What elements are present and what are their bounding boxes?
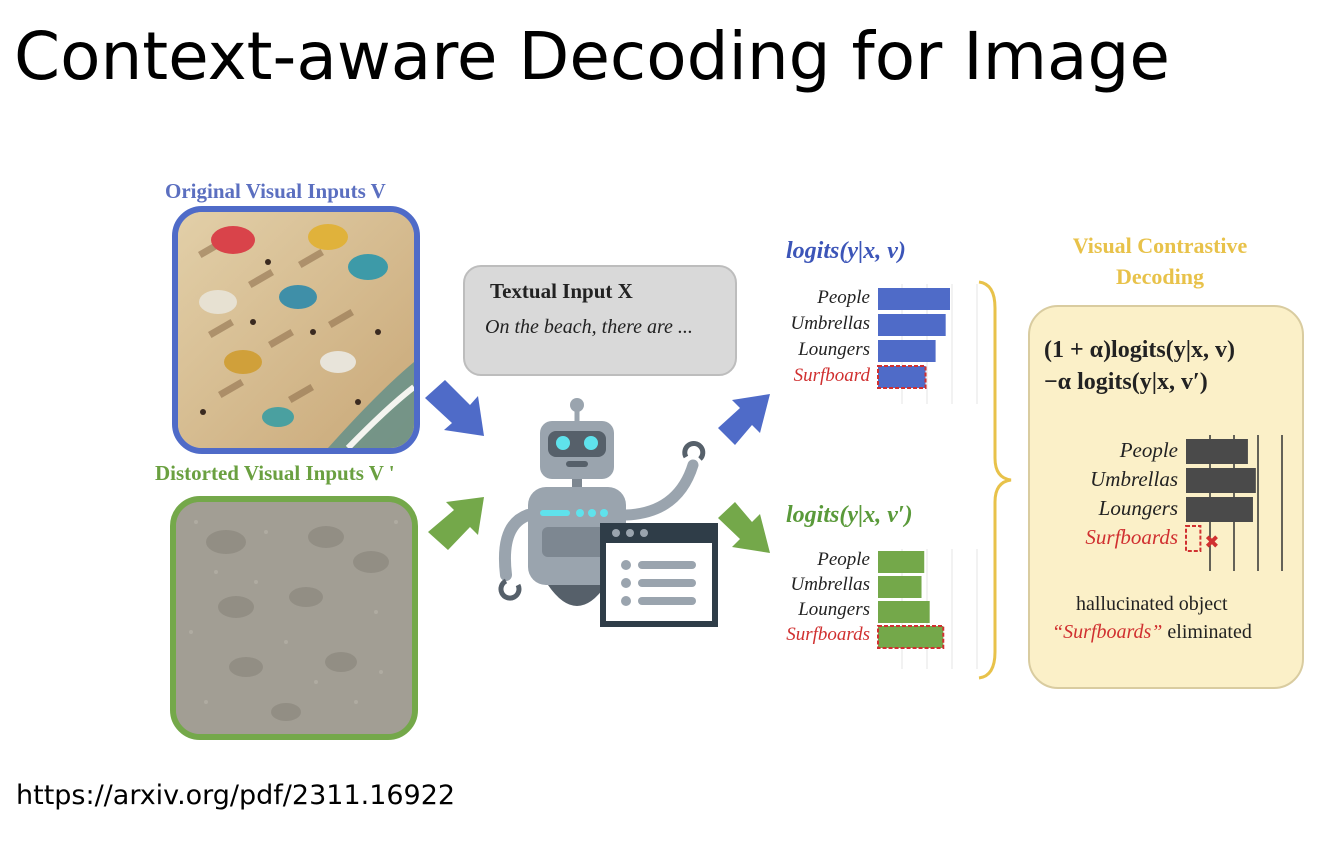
caption-line-2: “Surfboards” eliminated bbox=[1052, 621, 1252, 644]
textual-input-title: Textual Input X bbox=[490, 279, 633, 303]
original-beach-image bbox=[172, 206, 420, 454]
bar-label: Surfboards bbox=[1085, 525, 1178, 549]
distorted-inputs-header: Distorted Visual Inputs V ' bbox=[155, 461, 395, 485]
bar-label: People bbox=[817, 287, 870, 308]
bar-surfboards bbox=[1185, 525, 1202, 552]
bar-people bbox=[878, 551, 925, 573]
bar-umbrellas bbox=[878, 314, 946, 336]
slide-title: Context-aware Decoding for Image bbox=[14, 18, 1170, 95]
textual-input-body: On the beach, there are ... bbox=[485, 316, 693, 338]
bar-people bbox=[1186, 439, 1248, 464]
logits-distorted-label: logits(y|x, v′) bbox=[786, 502, 913, 528]
original-inputs-header: Original Visual Inputs V bbox=[165, 179, 386, 203]
beach-scene bbox=[178, 212, 414, 448]
robot-illustration bbox=[498, 398, 718, 627]
original-bars-svg bbox=[877, 284, 978, 404]
bar-label: Surfboards bbox=[786, 624, 870, 645]
bar-umbrellas bbox=[1186, 468, 1256, 493]
bar-loungers bbox=[878, 601, 930, 623]
distorted-bars-svg bbox=[877, 549, 978, 669]
formula-line-2: −α logits(y|x, v′) bbox=[1044, 369, 1208, 395]
bar-label: Umbrellas bbox=[1090, 467, 1178, 491]
bar-surfboard bbox=[877, 365, 927, 389]
bar-umbrellas bbox=[878, 576, 922, 598]
formula-line-1: (1 + α)logits(y|x, v) bbox=[1044, 337, 1235, 363]
caption-rest: eliminated bbox=[1162, 621, 1252, 643]
blue-arrow-in bbox=[425, 380, 484, 436]
distorted-beach-image bbox=[170, 496, 418, 740]
bar-label: Umbrellas bbox=[790, 313, 870, 334]
green-arrow-in bbox=[428, 497, 484, 550]
green-arrow-out bbox=[718, 502, 770, 553]
bar-label: Loungers bbox=[1098, 496, 1178, 520]
vcd-box: (1 + α)logits(y|x, v) −α logits(y|x, v′)… bbox=[1028, 305, 1304, 689]
bar-label: Surfboard bbox=[793, 365, 870, 386]
bar-label: People bbox=[1119, 438, 1178, 462]
bar-surfboards bbox=[877, 625, 945, 649]
combine-brace bbox=[978, 280, 1012, 680]
bar-loungers bbox=[878, 340, 936, 362]
vcd-bars-svg: ✖ bbox=[1185, 435, 1283, 571]
blue-arrow-out bbox=[718, 394, 770, 445]
caption-line-1: hallucinated object bbox=[1076, 593, 1228, 615]
logits-original-label: logits(y|x, v) bbox=[786, 238, 906, 264]
bar-loungers bbox=[1186, 497, 1253, 522]
bar-label: Umbrellas bbox=[790, 574, 870, 595]
bar-label: Loungers bbox=[798, 339, 870, 360]
textual-input-box: Textual Input X On the beach, there are … bbox=[463, 265, 737, 376]
source-url: https://arxiv.org/pdf/2311.16922 bbox=[16, 780, 456, 811]
vcd-title: Visual Contrastive Decoding bbox=[1072, 233, 1248, 289]
bar-people bbox=[878, 288, 950, 310]
caption-highlight: “Surfboards” bbox=[1052, 621, 1163, 643]
bar-label: Loungers bbox=[798, 599, 870, 620]
bar-label: People bbox=[817, 549, 870, 570]
noisy-beach-scene bbox=[176, 502, 412, 734]
eliminated-x-icon: ✖ bbox=[1204, 532, 1219, 553]
